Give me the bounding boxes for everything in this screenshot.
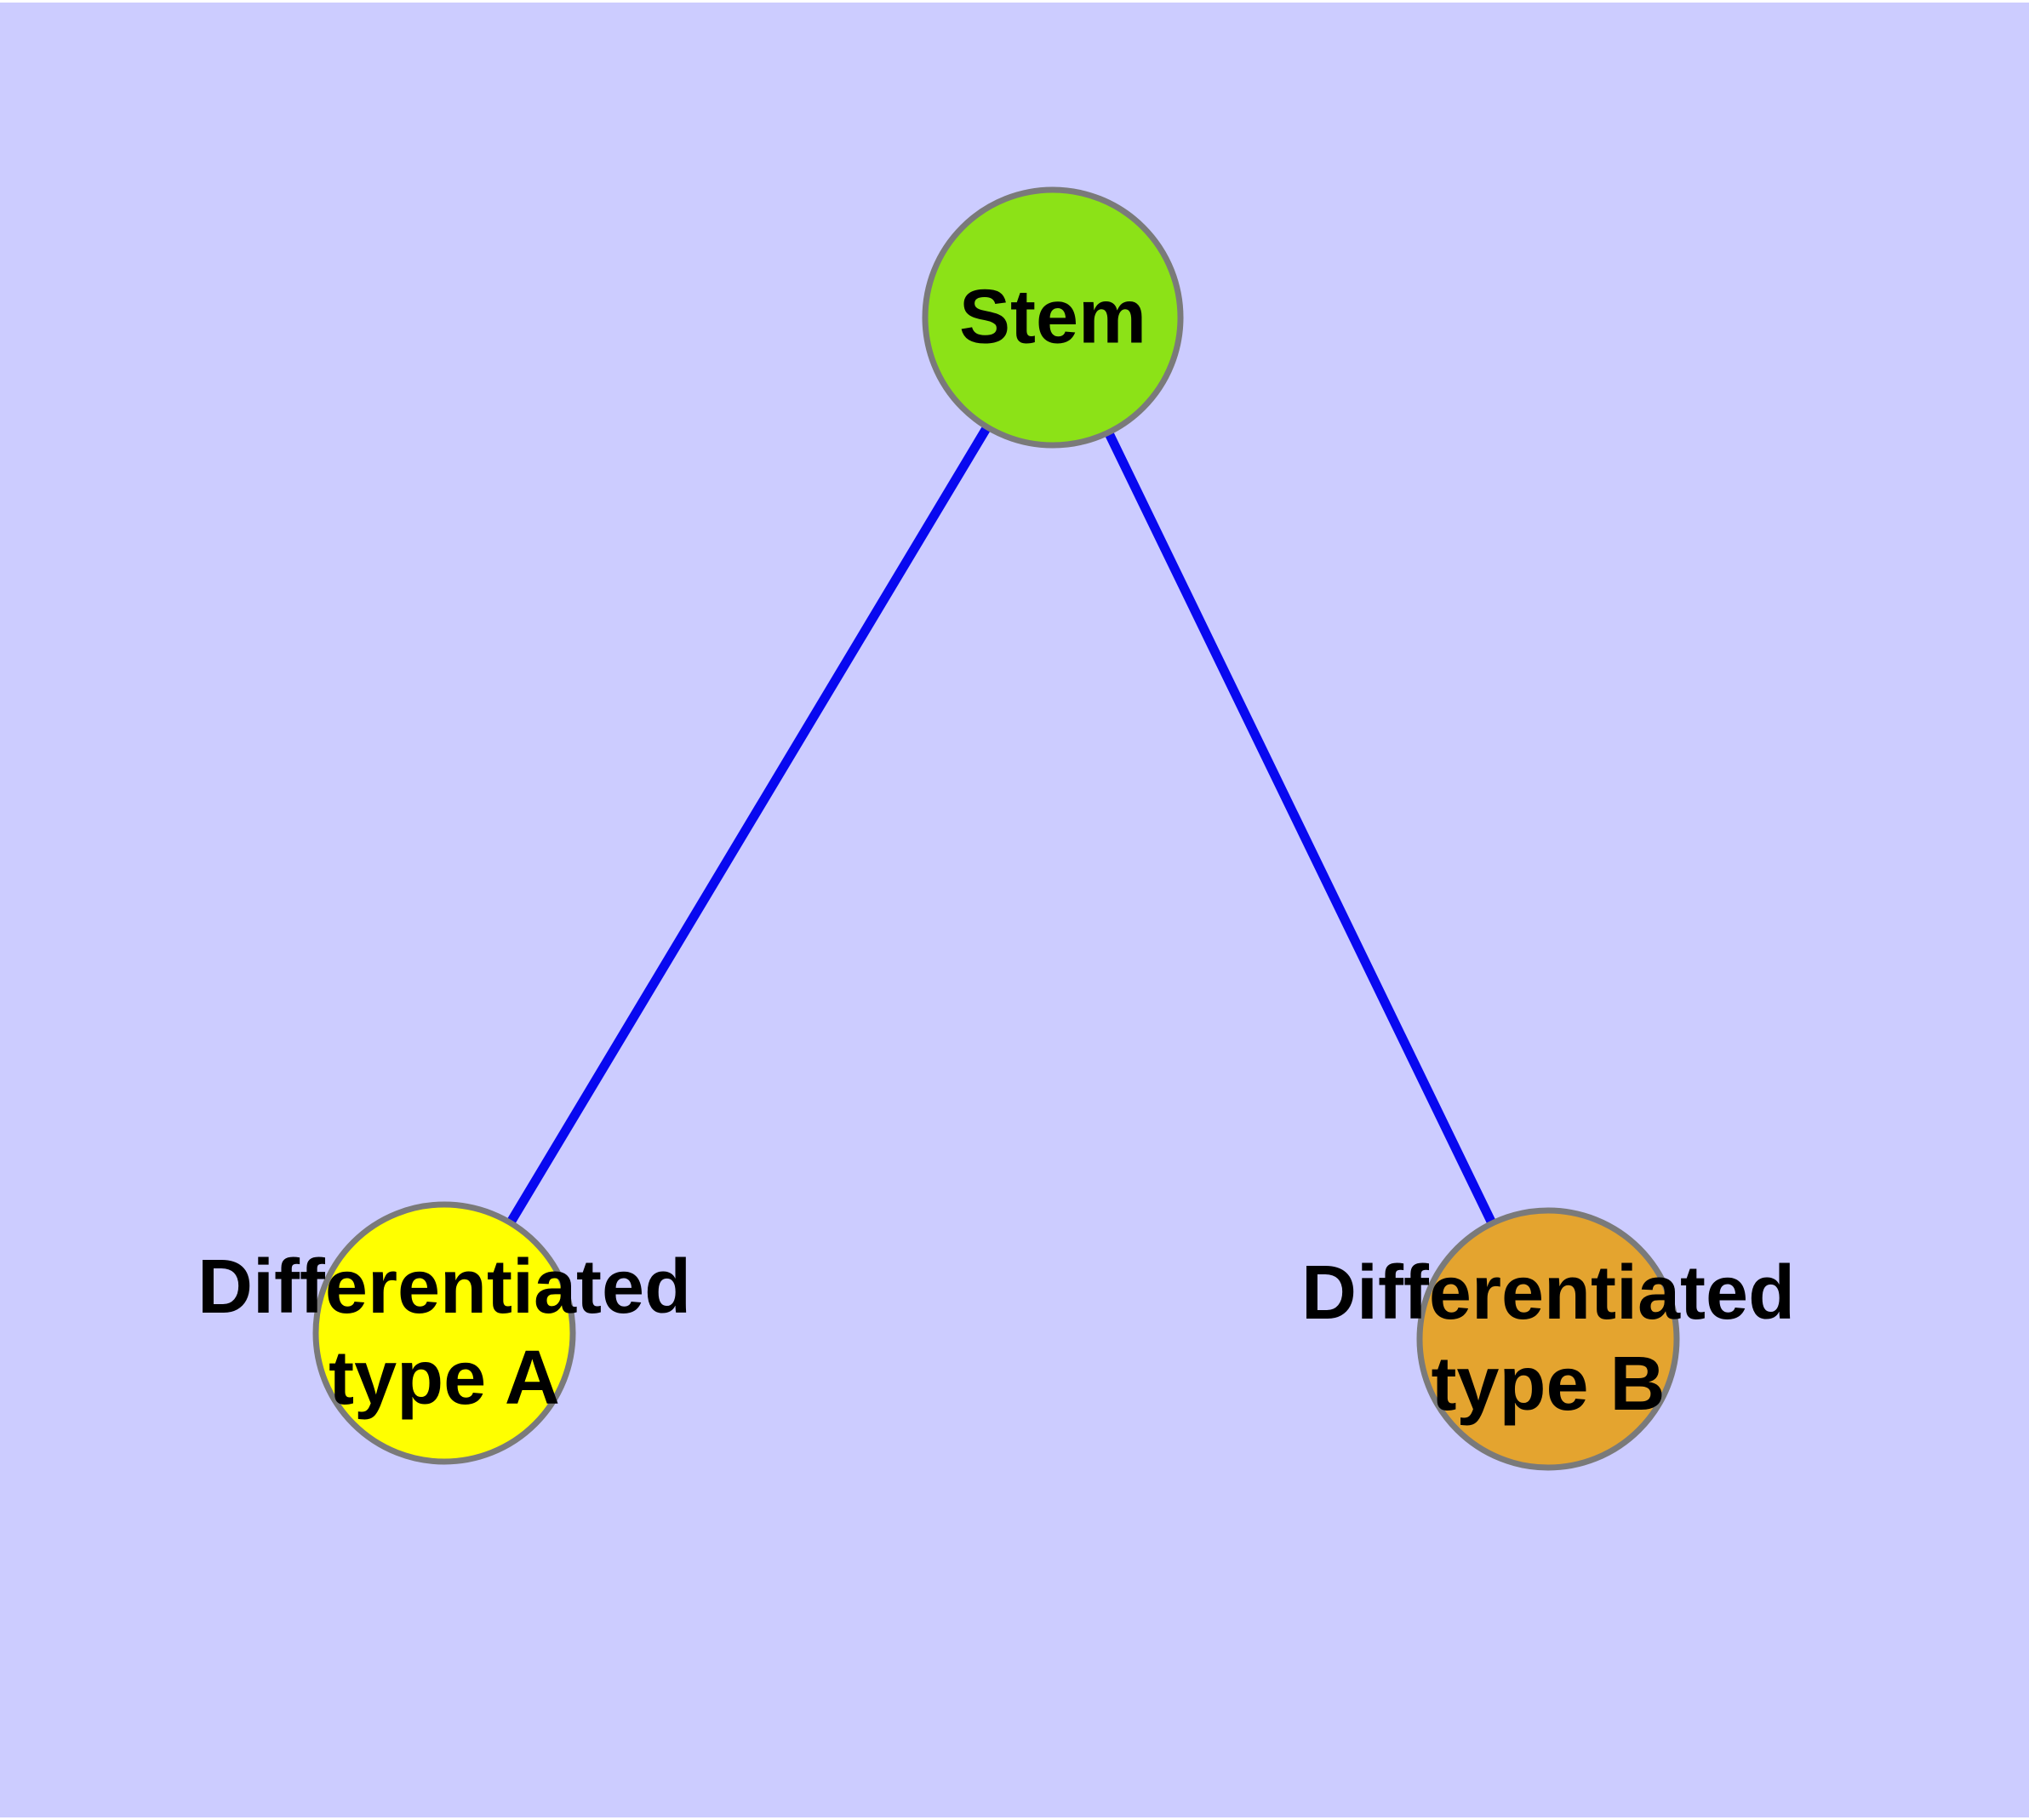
node-stem-label: Stem (958, 274, 1147, 360)
node-type-b-label-line2: type B (1431, 1342, 1666, 1427)
node-type-b-circle (1416, 1207, 1680, 1471)
node-type-a-label: Differentiated type A (197, 1242, 691, 1424)
node-stem-circle (922, 186, 1184, 449)
node-type-b-label: Differentiated type B (1301, 1248, 1795, 1430)
canvas-bottom-strip (0, 1817, 2029, 1820)
node-type-b-label-line1: Differentiated (1300, 1250, 1796, 1336)
edge-stem-to-type-b (1049, 315, 1552, 1342)
edge-stem-to-type-a (440, 315, 1057, 1336)
canvas-top-strip (0, 0, 2029, 3)
node-type-a-label-line2: type A (329, 1336, 560, 1421)
node-type-a-label-line1: Differentiated (197, 1244, 692, 1330)
node-type-a-circle (312, 1201, 576, 1465)
